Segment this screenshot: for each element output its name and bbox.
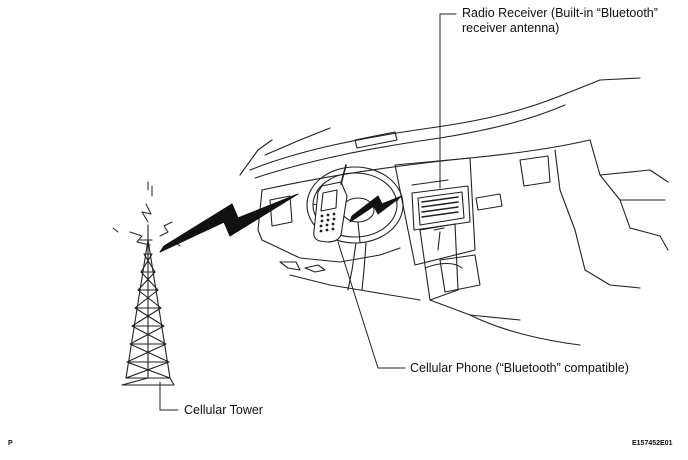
cellular-tower-label: Cellular Tower xyxy=(184,403,263,417)
cellular-tower xyxy=(121,224,175,386)
radio-receiver-label-line1: Radio Receiver (Built-in “Bluetooth” xyxy=(462,6,658,20)
figure-code: E157452E01 xyxy=(632,440,673,447)
radio-receiver-label: Radio Receiver (Built-in “Bluetooth” rec… xyxy=(462,6,658,36)
phone-radio-signal xyxy=(349,195,403,223)
radio-receiver-label-line2: receiver antenna) xyxy=(462,21,560,35)
corner-mark-left: P xyxy=(8,440,13,447)
tower-leader-line xyxy=(159,381,179,411)
cellular-phone xyxy=(313,164,348,243)
radio-leader-line xyxy=(439,13,457,189)
signal-lightning xyxy=(112,181,181,247)
car-dashboard xyxy=(239,77,669,346)
phone-leader-line xyxy=(337,241,406,369)
leader-lines xyxy=(159,13,457,411)
radio-receiver xyxy=(411,179,471,231)
cellular-phone-label: Cellular Phone (“Bluetooth” compatible) xyxy=(410,361,629,375)
tower-phone-signal xyxy=(159,193,299,253)
